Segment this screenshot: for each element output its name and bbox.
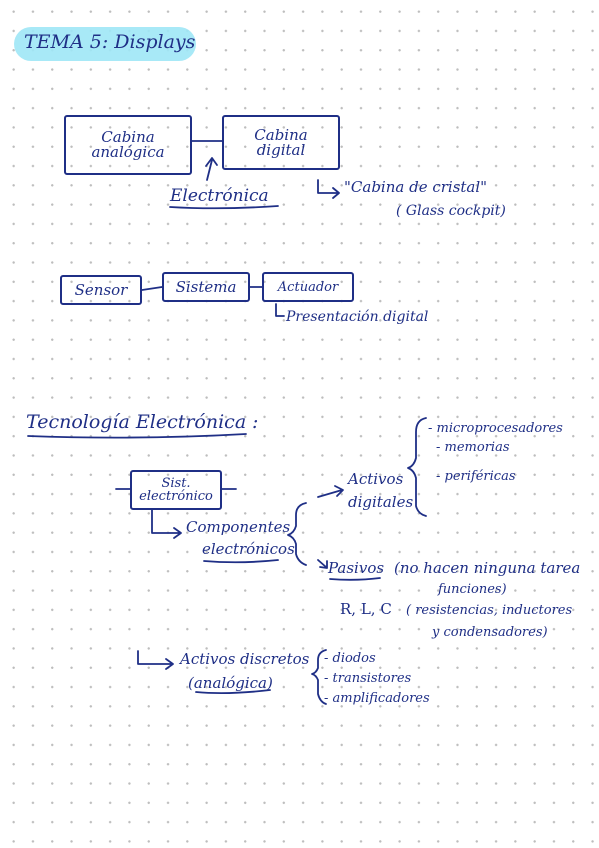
box-sist-electronico: Sist. electrónico	[130, 470, 222, 510]
presentacion-digital-note: Presentación digital	[286, 309, 429, 325]
box-line: Sensor	[74, 280, 128, 299]
arrow-up	[205, 157, 218, 181]
digital-item: - periféricas	[436, 469, 516, 484]
box-cabina-analogica: Cabina analógica	[64, 115, 192, 175]
box-sistema: Sistema	[162, 272, 250, 302]
hook-arrow	[275, 303, 285, 317]
page-title: TEMA 5: Displays	[24, 31, 196, 53]
activos-digitales-line2: digitales	[348, 493, 414, 511]
box-line: electrónico	[139, 489, 213, 504]
box-actuador: Actuador	[262, 272, 354, 302]
activos-discretos-line2: (analógica)	[188, 674, 273, 692]
digital-item: - memorias	[436, 440, 510, 455]
pasivos-note-2: funciones)	[438, 582, 507, 597]
componentes-line1: Componentes	[186, 518, 291, 536]
box-line: digital	[256, 140, 306, 159]
discrete-item: - amplificadores	[324, 691, 430, 706]
box-cabina-digital: Cabina digital	[222, 115, 340, 170]
electronics-label: Electrónica	[170, 186, 269, 206]
activos-discretos-line1: Activos discretos	[180, 650, 310, 668]
connector-line	[141, 286, 163, 291]
box-line: Sistema	[175, 277, 237, 296]
discrete-item: - transistores	[324, 671, 412, 686]
box-line: Sist.	[161, 476, 191, 491]
box-line: Cabina	[254, 125, 308, 144]
box-line: Cabina	[101, 128, 155, 146]
pasivos-note-1: (no hacen ninguna tarea	[394, 559, 581, 577]
arrow	[137, 650, 174, 670]
glass-cockpit-line1: "Cabina de cristal"	[344, 178, 488, 196]
discrete-item: - diodos	[324, 651, 376, 666]
glass-cockpit-line2: ( Glass cockpit)	[396, 203, 506, 219]
pasivos-label: Pasivos	[328, 559, 385, 577]
rlc-label: R, L, C	[340, 600, 392, 618]
underline	[169, 205, 279, 210]
section-heading: Tecnología Electrónica	[26, 411, 247, 433]
underline	[203, 559, 279, 564]
rlc-note-2: y condensadores)	[432, 625, 548, 640]
activos-digitales-line1: Activos	[348, 470, 404, 488]
digital-item: - microprocesadores	[428, 421, 563, 436]
hook-arrow	[317, 179, 340, 199]
arrow	[317, 485, 344, 498]
box-line: analógica	[91, 143, 165, 161]
rlc-note-1: ( resistencias, inductores	[406, 603, 573, 618]
arrow-down	[151, 509, 182, 539]
underline	[27, 433, 247, 439]
section-heading-colon: :	[252, 411, 259, 433]
title-highlight	[14, 27, 196, 61]
underline	[329, 577, 381, 581]
box-sensor: Sensor	[60, 275, 142, 305]
componentes-line2: electrónicos	[202, 540, 295, 558]
arrow	[317, 559, 328, 569]
box-line: Actuador	[277, 279, 339, 295]
